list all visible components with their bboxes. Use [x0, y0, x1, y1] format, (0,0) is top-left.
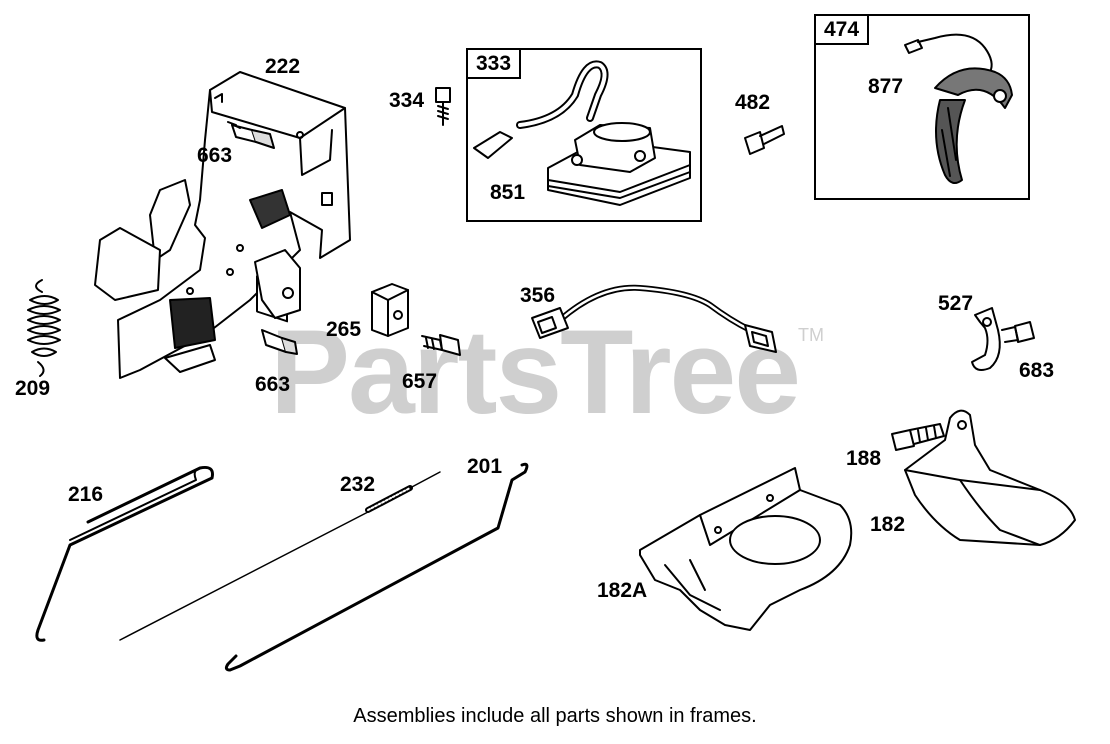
part-482-screw[interactable] — [744, 125, 785, 155]
label-216[interactable]: 216 — [68, 483, 104, 506]
label-683[interactable]: 683 — [1019, 359, 1055, 382]
label-356[interactable]: 356 — [520, 284, 556, 307]
part-222-control-bracket[interactable] — [94, 71, 351, 379]
label-222[interactable]: 222 — [265, 55, 301, 78]
label-527[interactable]: 527 — [938, 292, 974, 315]
footer-note: Assemblies include all parts shown in fr… — [353, 705, 757, 727]
part-232-governor-link[interactable] — [119, 471, 441, 641]
part-851-ignition-coil[interactable] — [473, 60, 691, 206]
part-216-link-rod[interactable] — [35, 466, 214, 642]
label-663-upper[interactable]: 663 — [197, 144, 233, 167]
part-182-air-shield[interactable] — [904, 409, 1076, 546]
label-877[interactable]: 877 — [868, 75, 904, 98]
part-663-bolt-lower[interactable] — [261, 329, 298, 355]
watermark-trademark: TM — [798, 325, 824, 345]
label-482[interactable]: 482 — [735, 91, 771, 114]
part-265-clip[interactable] — [371, 283, 409, 337]
label-663-lower[interactable]: 663 — [255, 373, 291, 396]
label-201[interactable]: 201 — [467, 455, 503, 478]
label-182[interactable]: 182 — [870, 513, 906, 536]
label-232[interactable]: 232 — [340, 473, 376, 496]
part-877-stop-switch[interactable] — [904, 33, 1013, 185]
part-356-wire-harness[interactable] — [531, 284, 777, 353]
part-657-bolt[interactable] — [421, 334, 461, 356]
part-663-bolt-upper[interactable] — [227, 121, 275, 149]
label-334[interactable]: 334 — [389, 89, 425, 112]
part-182A-air-guide[interactable] — [639, 467, 853, 631]
label-851[interactable]: 851 — [490, 181, 526, 204]
label-182A[interactable]: 182A — [597, 579, 648, 602]
frame-tag-333: 333 — [466, 48, 522, 79]
frame-tag-474: 474 — [814, 14, 870, 45]
assembly-frame-333: 333 — [466, 48, 702, 222]
label-188[interactable]: 188 — [846, 447, 882, 470]
part-527-clamp[interactable] — [971, 307, 1001, 371]
label-657[interactable]: 657 — [402, 370, 438, 393]
part-683-bolt[interactable] — [1001, 321, 1035, 343]
watermark-logo: PartsTree — [270, 305, 801, 439]
label-265[interactable]: 265 — [326, 318, 362, 341]
part-209-spring[interactable] — [27, 279, 61, 377]
part-334-screw[interactable] — [435, 87, 451, 126]
label-209[interactable]: 209 — [15, 377, 51, 400]
assembly-frame-474: 474 — [814, 14, 1030, 200]
part-188-bolt[interactable] — [891, 423, 945, 451]
part-201-throttle-link[interactable] — [224, 462, 529, 672]
